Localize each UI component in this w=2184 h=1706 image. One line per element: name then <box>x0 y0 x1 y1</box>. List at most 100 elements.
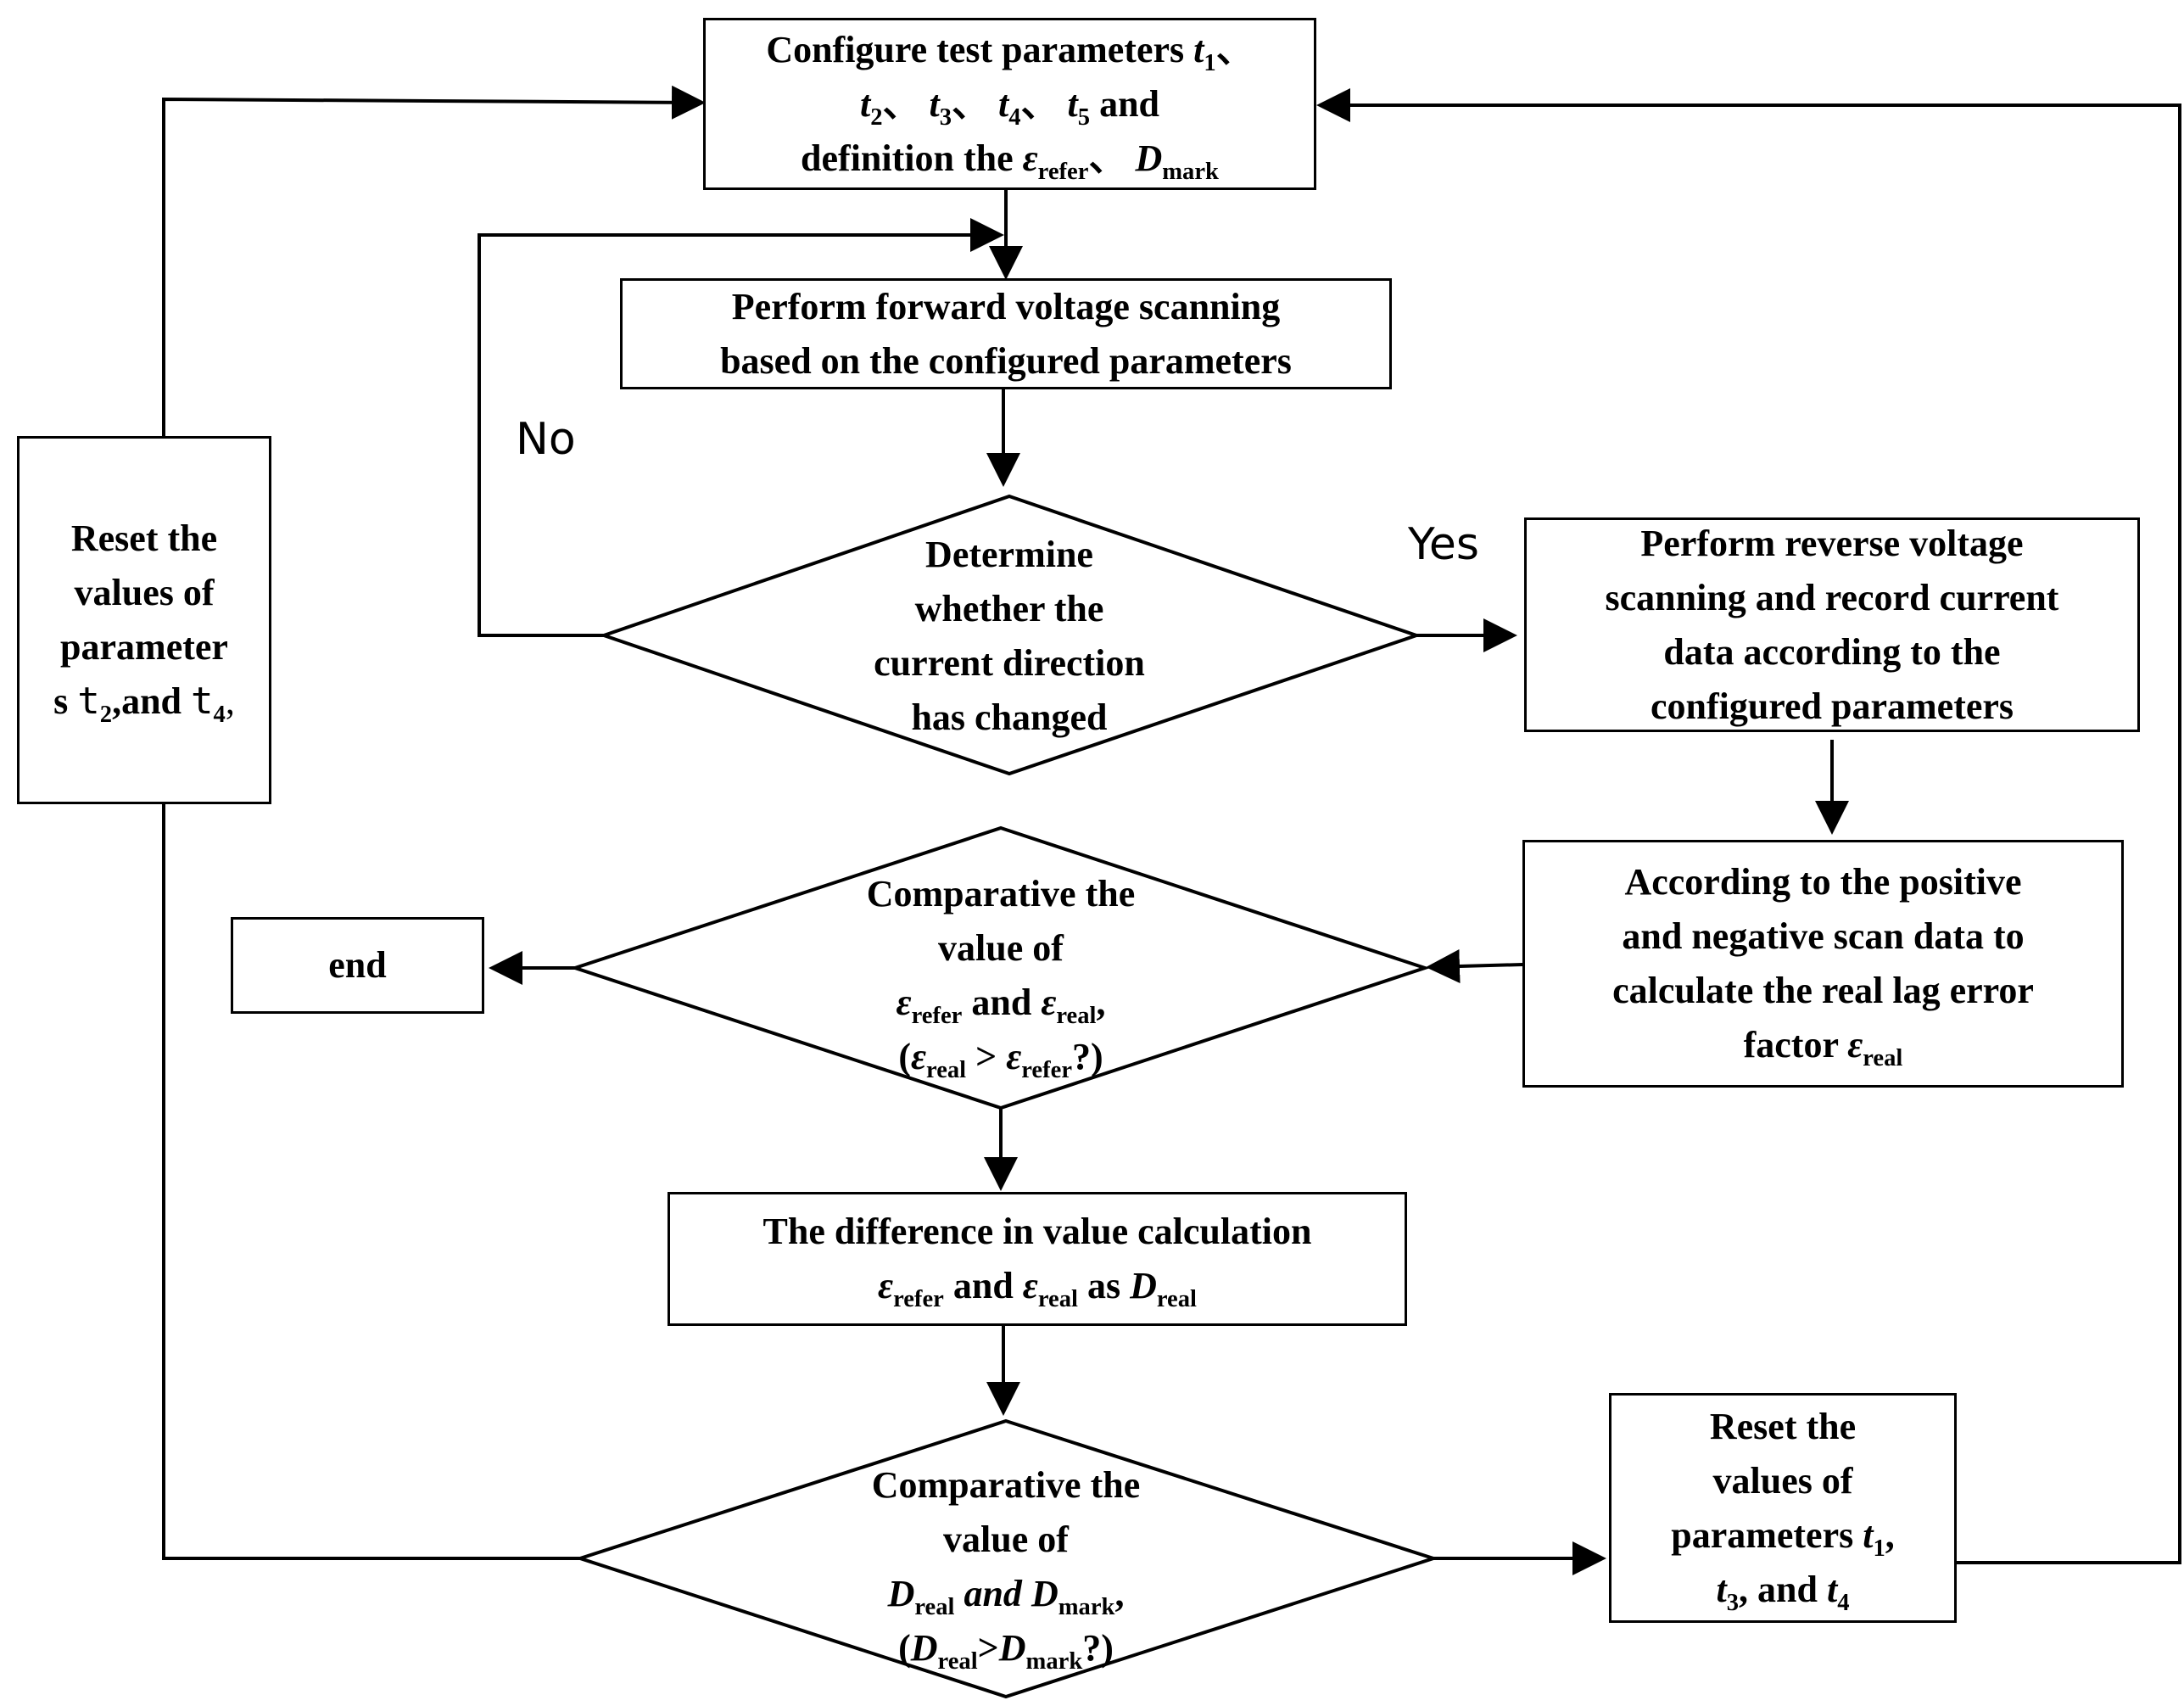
edge-calc-compare <box>1426 949 1523 984</box>
edge-label-yes: Yes <box>1408 519 1479 570</box>
difference-and: and <box>952 1265 1014 1306</box>
edge-reset134-configure <box>1316 88 2181 1564</box>
direction-line-3: current direction <box>874 642 1145 684</box>
configure-and: and <box>1099 82 1160 125</box>
reset134-line-3: parameters t1, <box>1671 1508 1895 1563</box>
param-t4-sub: 4 <box>1837 1589 1850 1616</box>
reset24-line-3: parameter <box>60 626 228 668</box>
param-t2: t <box>859 82 871 125</box>
reset24-tail: , <box>225 680 235 722</box>
epsilon-refer: ε <box>1006 1036 1022 1077</box>
param-t1-sub: 1 <box>1873 1535 1885 1562</box>
reverse-line-3: data according to the <box>1663 630 2001 673</box>
compare-eps-line-2: value of <box>938 927 1064 969</box>
param-t3-sub: 3 <box>1726 1589 1740 1616</box>
param-t4-sub: 4 <box>213 701 226 728</box>
reset134-parameters: parameters <box>1671 1513 1854 1556</box>
epsilon-refer: ε <box>896 982 912 1023</box>
calc-factor: factor <box>1743 1024 1839 1066</box>
compare-d-text: Comparative the value of Dreal and Dmark… <box>751 1452 1260 1681</box>
compare-d-line-2: value of <box>943 1519 1069 1560</box>
separator: 、 <box>1088 137 1126 179</box>
compare-d-and: and <box>964 1573 1022 1614</box>
epsilon-refer: ε <box>1022 137 1038 179</box>
param-t2-sub: 2 <box>870 103 883 131</box>
reset134-line-4: t3, and t4 <box>1716 1563 1849 1617</box>
direction-line-2: whether the <box>914 588 1104 629</box>
epsilon-real: ε <box>1847 1024 1863 1066</box>
edge-compared-reset24 <box>162 804 580 1560</box>
separator: 、 <box>1215 28 1254 70</box>
param-t3: t <box>1716 1568 1727 1610</box>
compare-eps-line-4: (εreal > εrefer?) <box>898 1030 1103 1084</box>
forward-scan-line-2: based on the configured parameters <box>720 339 1292 382</box>
param-t4: t <box>1826 1568 1838 1610</box>
edge-label-no: No <box>516 414 576 465</box>
end-label: end <box>328 944 387 986</box>
forward-scan-line-1: Perform forward voltage scanning <box>731 285 1281 327</box>
paren-close: ?) <box>1082 1627 1114 1669</box>
separator: 、 <box>882 82 920 125</box>
compare-d-line-1: Comparative the <box>871 1464 1141 1506</box>
reset24-and: ,and <box>112 680 182 722</box>
edge-reset24-configure <box>162 85 706 436</box>
epsilon-refer-sub: refer <box>893 1285 944 1312</box>
d-mark: D <box>1135 137 1163 179</box>
reset134-line-2: values of <box>1712 1459 1853 1502</box>
param-t5: t <box>1067 82 1078 125</box>
epsilon-real: ε <box>1022 1265 1038 1306</box>
compare-eps-line-1: Comparative the <box>866 873 1136 915</box>
difference-box: The difference in value calculation εref… <box>667 1192 1407 1326</box>
direction-line-4: has changed <box>911 696 1108 738</box>
epsilon-real-sub: real <box>1863 1044 1903 1071</box>
reset-t1-t3-t4-box: Reset the values of parameters t1, t3, a… <box>1609 1393 1957 1623</box>
d-real-sub: real <box>914 1593 955 1620</box>
d-real: D <box>1130 1265 1157 1306</box>
param-t1: t <box>1863 1513 1874 1556</box>
configure-text: Configure test parameters <box>766 28 1185 70</box>
forward-scan-box: Perform forward voltage scanning based o… <box>620 278 1392 389</box>
epsilon-real: ε <box>1041 982 1057 1023</box>
greater-than: > <box>977 1627 999 1669</box>
direction-check-diamond <box>598 494 1422 776</box>
epsilon-refer: ε <box>878 1265 894 1306</box>
d-mark-sub: mark <box>1162 158 1219 185</box>
edge-no-loop <box>478 218 1004 637</box>
paren-open: ( <box>898 1036 911 1077</box>
reverse-line-2: scanning and record current <box>1605 576 2059 618</box>
comma: , <box>1885 1513 1895 1556</box>
param-t4: t <box>998 82 1009 125</box>
d-real: D <box>910 1627 938 1669</box>
end-box: end <box>231 917 484 1014</box>
compare-eps-and: and <box>971 982 1032 1023</box>
configure-line-1: Configure test parameters t1、 <box>766 23 1253 77</box>
configure-definition: definition the <box>801 137 1014 179</box>
epsilon-refer-sub: refer <box>1037 158 1089 185</box>
compare-d-line-3: Dreal and Dmark, <box>888 1567 1125 1621</box>
calc-line-3: calculate the real lag error <box>1612 970 2034 1011</box>
d-real-sub: real <box>937 1647 978 1675</box>
d-real: D <box>887 1573 915 1614</box>
compare-d-line-4: (Dreal>Dmark?) <box>898 1621 1114 1675</box>
compare-d-diamond <box>574 1418 1439 1699</box>
reverse-line-4: configured parameters <box>1650 685 2014 727</box>
param-t2-sub: 2 <box>99 701 113 728</box>
separator: 、 <box>952 82 990 125</box>
calc-real-lag-box: According to the positive and negative s… <box>1522 840 2124 1088</box>
configure-line-2: t2、 t3、 t4、 t5 and <box>860 77 1159 131</box>
calc-line-4: factor εreal <box>1744 1018 1903 1072</box>
d-mark: D <box>1031 1573 1058 1614</box>
reset24-line-4: s t2,and t4, <box>53 674 235 729</box>
calc-line-1: According to the positive <box>1624 861 2022 903</box>
epsilon-real-sub: real <box>1056 1002 1097 1029</box>
epsilon-refer-sub: refer <box>1021 1056 1073 1083</box>
epsilon-real-sub: real <box>1037 1285 1078 1312</box>
paren-open: ( <box>898 1627 911 1669</box>
greater-than: > <box>966 1036 1007 1077</box>
direction-line-1: Determine <box>925 534 1093 575</box>
reset24-line-1: Reset the <box>70 517 218 559</box>
comma: , <box>1114 1573 1125 1614</box>
param-t5-sub: 5 <box>1077 103 1091 131</box>
calc-line-2: and negative scan data to <box>1622 915 2025 957</box>
